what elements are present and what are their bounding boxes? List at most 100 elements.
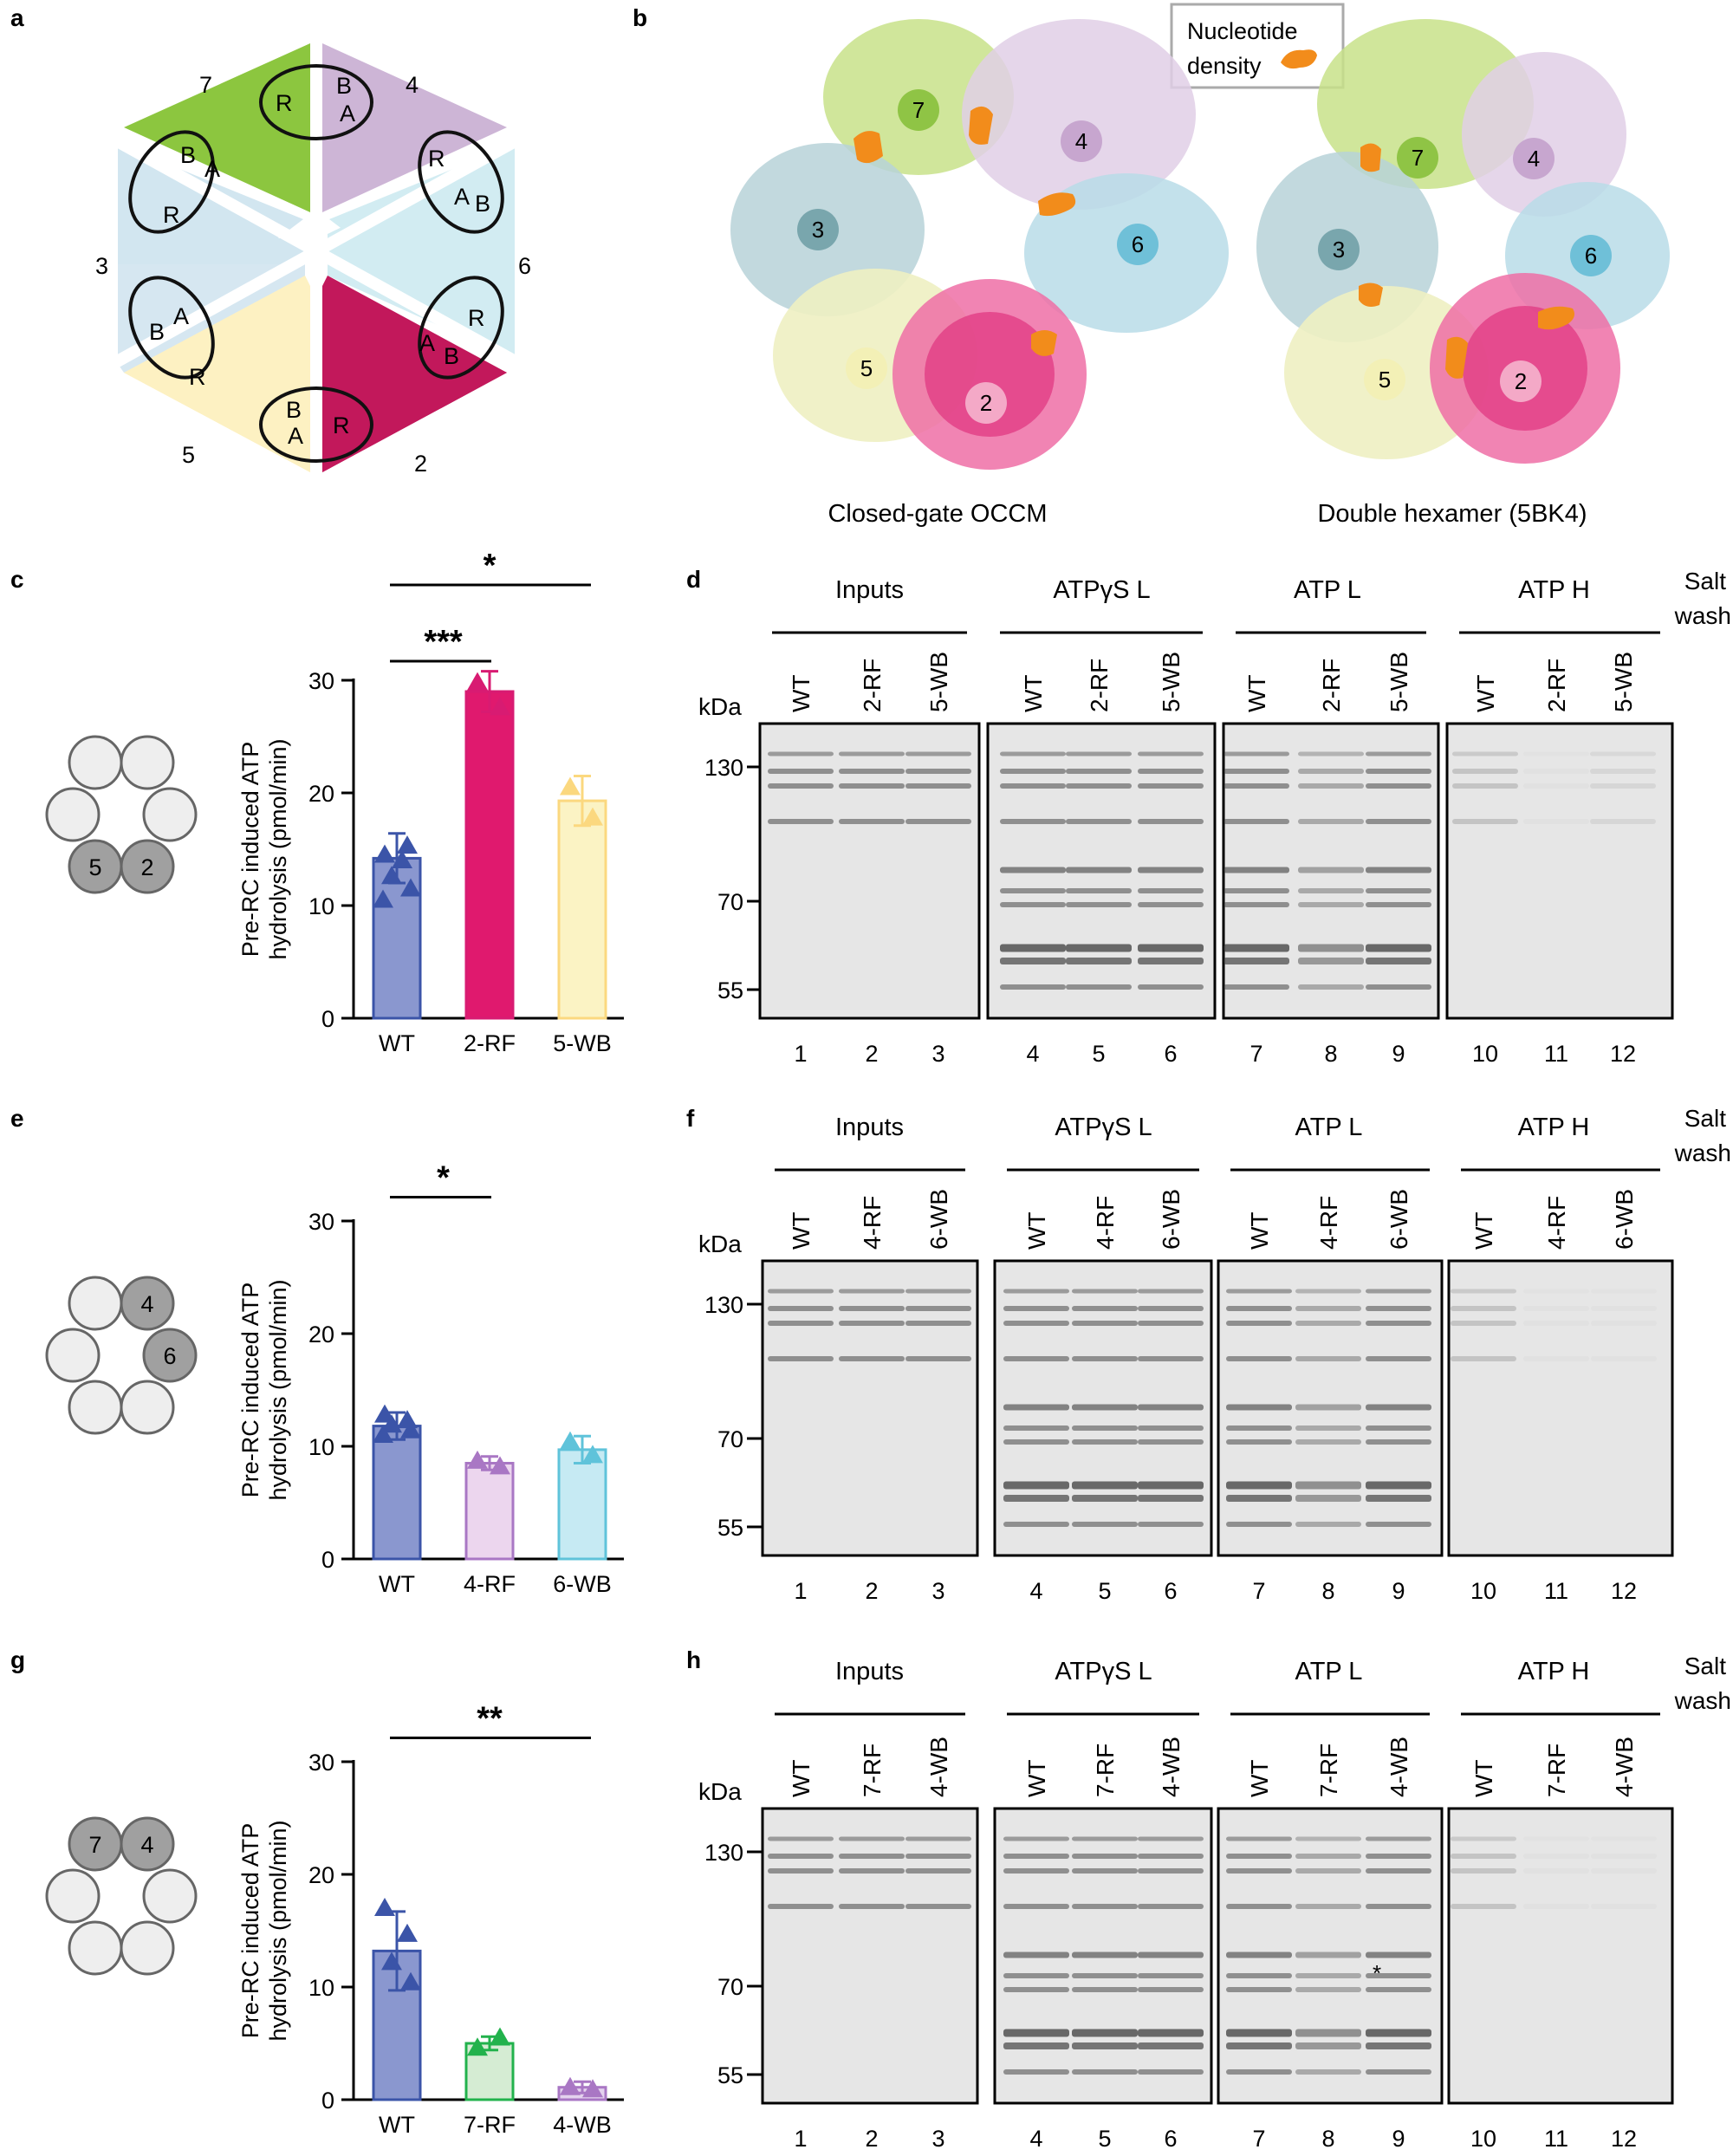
gel-band (1000, 984, 1066, 990)
lane-name-label: 2-RF (859, 659, 886, 712)
letter-A: A (340, 101, 355, 127)
gel-band (1591, 1321, 1657, 1326)
gel-band (905, 1306, 971, 1311)
gel-band (1295, 1522, 1361, 1527)
gel-band (1072, 1522, 1138, 1527)
significance-label: * (437, 1160, 450, 1197)
gel-band (1226, 1321, 1292, 1326)
letter-R: R (333, 412, 350, 438)
oval-3-7 (128, 130, 215, 234)
letter-B: B (475, 191, 490, 217)
gel-band (1226, 1522, 1292, 1527)
gel-band (1138, 2069, 1204, 2075)
lane-number: 9 (1392, 2126, 1405, 2152)
data-point (392, 850, 412, 868)
letter-A: A (288, 423, 303, 449)
gel-band (1138, 902, 1204, 907)
gel-band (839, 1306, 905, 1311)
gel-band (1366, 1951, 1431, 1958)
gel-box (1445, 722, 1674, 1020)
gel-band (1523, 819, 1589, 824)
gel-band (1451, 1836, 1516, 1841)
lane-name-label: WT (1020, 674, 1047, 712)
oval-6-2 (418, 276, 504, 380)
caption-closed-gate-occm: Closed-gate OCCM (828, 500, 1047, 528)
gel-band (1295, 1973, 1361, 1978)
dh-subunit-4: 4 (1528, 146, 1540, 172)
subunit-number-4: 4 (406, 72, 419, 98)
data-point (467, 2037, 488, 2056)
gel-band (1003, 1522, 1069, 1527)
gel-band (1366, 1425, 1431, 1431)
data-point (582, 807, 603, 826)
lane-name-label: WT (788, 1211, 815, 1250)
gel-band (1591, 1837, 1657, 1841)
lane-name-label: 2-RF (1086, 659, 1113, 712)
lane-group-label: ATP H (1518, 1114, 1590, 1141)
occm-subunit-2: 2 (980, 390, 992, 416)
panel-letter-e: e (10, 1105, 24, 1132)
subunit-number-5: 5 (182, 442, 195, 468)
letter-R: R (468, 305, 485, 331)
gel-band (905, 1289, 971, 1294)
letter-B: B (286, 397, 302, 423)
data-point (397, 835, 418, 854)
lane-name-label: 4-RF (1315, 1196, 1342, 1250)
gel-band (1366, 944, 1431, 952)
gel-band (1590, 783, 1656, 789)
gel-band (1072, 1854, 1138, 1859)
significance-label: ** (477, 1701, 503, 1737)
gel-band (839, 769, 905, 774)
lane-name-label: WT (788, 1759, 815, 1797)
x-category-label: WT (379, 1571, 415, 1597)
gel-band (1003, 1321, 1069, 1326)
x-category-label: 6-WB (553, 1571, 612, 1597)
gel-band (905, 1904, 971, 1909)
data-point (400, 878, 421, 897)
lane-number: 2 (865, 2126, 878, 2152)
gel-band (1003, 2069, 1069, 2075)
lane-name-label: 7-RF (859, 1744, 886, 1797)
gel-band (1000, 944, 1066, 952)
gel-band (1295, 1836, 1361, 1841)
data-point (381, 866, 402, 885)
salt-wash-label-line2: wash (1674, 1687, 1731, 1714)
gel-band (1298, 783, 1364, 789)
data-point (560, 1431, 581, 1450)
dh-subunit-5: 5 (1379, 367, 1391, 393)
oval-7-4 (259, 64, 373, 140)
gel-band (1451, 1904, 1516, 1909)
x-category-label: 2-RF (464, 1030, 516, 1056)
oval-4-6 (418, 130, 504, 234)
gel-band (1523, 1306, 1589, 1311)
gel-band (1366, 1356, 1431, 1361)
gel-band (768, 819, 834, 824)
gel-band (1295, 1854, 1361, 1859)
gel-band (905, 819, 971, 824)
lane-number: 6 (1164, 1578, 1177, 1604)
letter-A: A (454, 184, 470, 210)
gel-band (1138, 1951, 1204, 1958)
y-tick-label: 0 (321, 1547, 334, 1573)
gel-band (1451, 1854, 1516, 1859)
y-tick-label: 20 (308, 781, 334, 807)
gel-box (758, 722, 981, 1020)
lane-group-label: ATP H (1518, 1658, 1590, 1685)
gel-band (1072, 1321, 1138, 1326)
gel-band (1366, 819, 1431, 824)
gel-band (1590, 751, 1656, 757)
bar (464, 1462, 515, 1561)
gel-band (1000, 867, 1066, 873)
salt-wash-label-line1: Salt (1684, 1105, 1726, 1132)
gel-band (1366, 902, 1431, 907)
gel-band (1072, 1987, 1138, 1992)
gel-band (905, 1836, 971, 1841)
y-tick-label: 30 (308, 1209, 334, 1235)
subunit-ring-label: 7 (88, 1832, 101, 1858)
gel-band (1138, 1868, 1204, 1874)
subunit-ring-circle (45, 1328, 101, 1383)
gel-band (1223, 751, 1289, 757)
gel-band (1000, 783, 1066, 789)
lane-group-label: ATP H (1518, 576, 1590, 604)
occm-subunit-4: 4 (1075, 128, 1087, 154)
